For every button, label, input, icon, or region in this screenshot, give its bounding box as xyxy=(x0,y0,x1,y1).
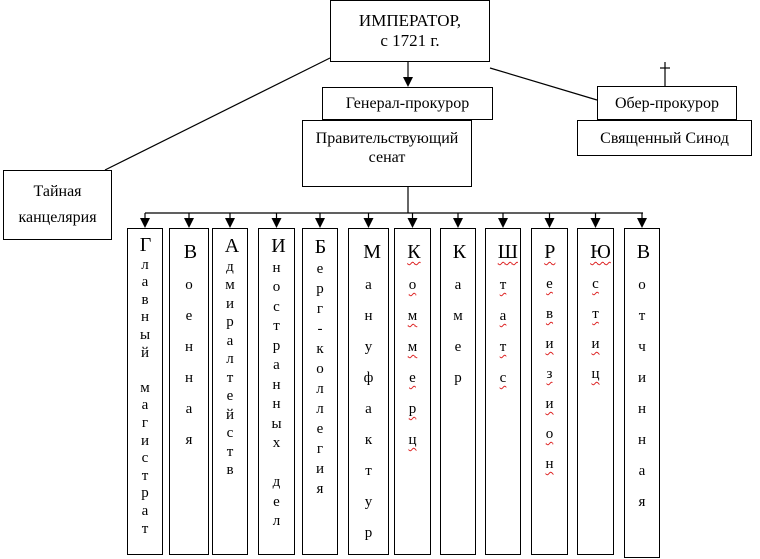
secret-chancellery-box: Тайная канцелярия xyxy=(3,170,112,240)
college-label: Вотчинная xyxy=(636,241,651,510)
college-box: Адмиралтейств xyxy=(212,228,248,555)
college-label: Мануфактур xyxy=(363,241,382,541)
arrow-down-icon xyxy=(637,218,647,228)
college-box: Берг-коллегия xyxy=(302,228,338,555)
general-prokuror-box: Генерал-прокурор xyxy=(322,87,493,120)
senate-line1: Правительствующий xyxy=(315,130,459,147)
arrow-down-icon xyxy=(544,218,555,228)
college-label: Штатс xyxy=(497,241,518,386)
college-label: Военная xyxy=(183,241,198,448)
college-box: Военная xyxy=(169,228,209,555)
college-box: Вотчинная xyxy=(624,228,660,558)
line-to-ober-prokuror xyxy=(489,67,598,101)
ober-prokuror-label: Обер-прокурор xyxy=(614,95,720,112)
college-label: Главный магистрат xyxy=(139,234,152,537)
senate-box: Правительствующий сенат xyxy=(302,120,472,187)
college-label: Коммерц xyxy=(407,241,421,448)
college-box: Камер xyxy=(440,228,476,555)
college-box: Главный магистрат xyxy=(127,228,163,555)
emperor-date: с 1721 г. xyxy=(380,31,440,50)
college-arrows xyxy=(140,213,647,228)
college-label: Ревизион xyxy=(544,241,556,472)
senate-line2: сенат xyxy=(368,149,406,166)
college-box: Мануфактур xyxy=(348,228,389,555)
secret-chancellery-line2: канцелярия xyxy=(18,209,97,226)
synod-box: Священный Синод xyxy=(577,120,752,156)
arrow-down-icon xyxy=(590,218,601,228)
arrow-down-icon xyxy=(403,77,413,87)
college-box: Юстиц xyxy=(577,228,614,555)
line-to-secret-chancellery xyxy=(104,57,331,171)
emperor-box: ИМПЕРАТОР, с 1721 г. xyxy=(330,0,490,62)
general-prokuror-label: Генерал-прокурор xyxy=(345,95,470,112)
college-box: Иностранных дел xyxy=(258,228,295,555)
arrow-down-icon xyxy=(453,218,463,228)
arrow-down-icon xyxy=(315,218,325,228)
college-label: Камер xyxy=(452,241,467,386)
college-box: Штатс xyxy=(485,228,521,555)
arrow-down-icon xyxy=(225,218,235,228)
synod-label: Священный Синод xyxy=(600,130,729,147)
college-label: Юстиц xyxy=(590,241,611,382)
arrow-down-icon xyxy=(184,218,194,228)
emperor-title: ИМПЕРАТОР, xyxy=(358,11,462,30)
arrow-down-icon xyxy=(498,218,508,228)
arrow-down-icon xyxy=(140,218,150,228)
ober-prokuror-box: Обер-прокурор xyxy=(597,86,737,120)
arrow-down-icon xyxy=(363,218,374,228)
college-label: Адмиралтейств xyxy=(224,235,240,478)
college-label: Берг-коллегия xyxy=(314,236,327,497)
arrow-down-icon xyxy=(271,218,282,228)
secret-chancellery-line1: Тайная xyxy=(33,183,82,200)
arrow-down-icon xyxy=(407,218,418,228)
college-label: Иностранных дел xyxy=(271,235,286,529)
college-box: Коммерц xyxy=(394,228,431,555)
college-box: Ревизион xyxy=(531,228,568,555)
